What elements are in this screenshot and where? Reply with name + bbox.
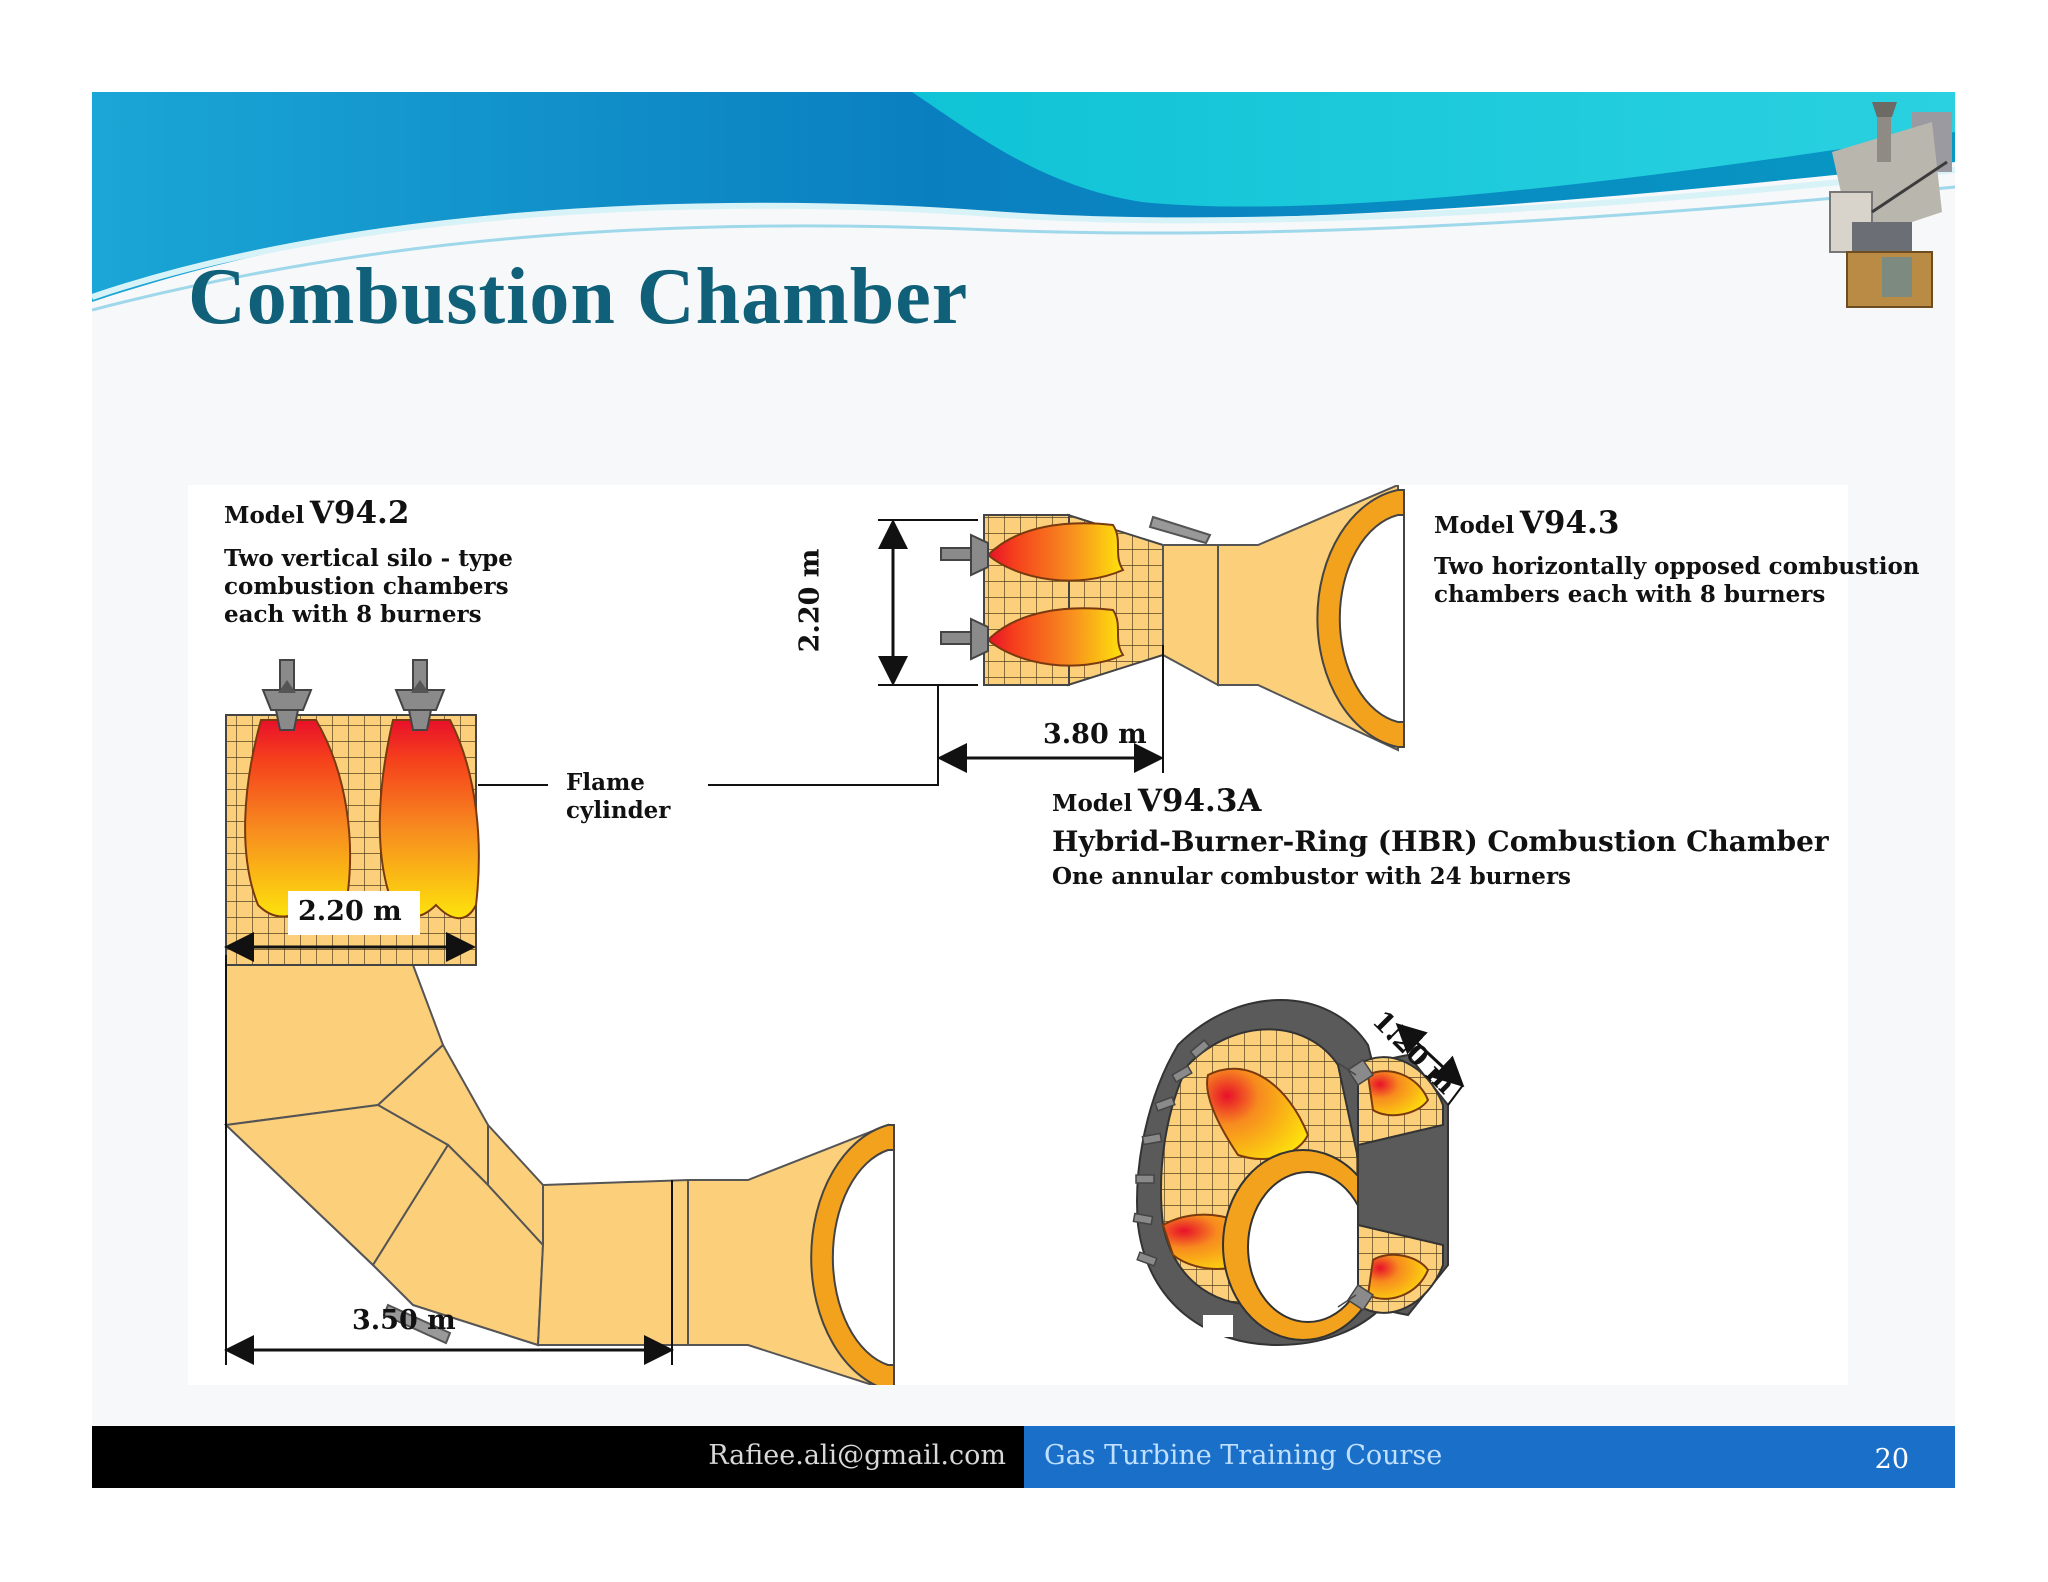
v943-description: Two horizontally opposed combustion cham…: [1434, 553, 1920, 609]
v943a-annular-combustor: [1132, 999, 1413, 1347]
footer-right-bar: Gas Turbine Training Course 20: [1024, 1426, 1955, 1488]
v942-width-dimension: 2.20 m: [298, 896, 402, 927]
flame-label-line2: cylinder: [566, 797, 671, 824]
v942-length-dimension: 3.50 m: [352, 1305, 456, 1336]
header-wave-banner: [92, 92, 1955, 312]
v943a-subtitle: Hybrid-Burner-Ring (HBR) Combustion Cham…: [1052, 825, 1829, 858]
slide: Combustion Chamber: [92, 92, 1955, 1488]
flame-label-line1: Flame: [566, 769, 645, 796]
v942-desc-line2: combustion chambers: [224, 573, 509, 600]
footer-email[interactable]: Rafiee.ali@gmail.com: [708, 1440, 1006, 1471]
v942-model-prefix: Model: [224, 502, 305, 529]
footer-left-bar: Rafiee.ali@gmail.com: [92, 1426, 1024, 1488]
v943-model-prefix: Model: [1434, 512, 1515, 539]
gas-turbine-image: [1829, 102, 1952, 308]
flame-cylinder-label: Flame cylinder: [566, 769, 670, 825]
v943-model-label: Model V94.3: [1434, 505, 1619, 541]
v942-description: Two vertical silo - type combustion cham…: [224, 545, 513, 629]
v943a-model-label: Model V94.3A: [1052, 783, 1261, 819]
v943a-cross-section: [1337, 1022, 1465, 1317]
v942-desc-line3: each with 8 burners: [224, 601, 482, 628]
v943-length-dimension: 3.80 m: [1043, 719, 1147, 750]
combustion-diagram: [223, 485, 1465, 1385]
v943-desc-line2: chambers each with 8 burners: [1434, 581, 1826, 608]
footer-course-title: Gas Turbine Training Course: [1044, 1440, 1443, 1471]
v943-combustor: [878, 485, 1405, 773]
flame-leader-right: [708, 755, 939, 786]
v943-desc-line1: Two horizontally opposed combustion: [1434, 553, 1920, 580]
v943a-description: One annular combustor with 24 burners: [1052, 863, 1572, 890]
v943a-model-name: V94.3A: [1137, 783, 1262, 819]
page-title: Combustion Chamber: [188, 253, 969, 341]
v943-height-dimension: 2.20 m: [794, 548, 826, 653]
v943a-model-prefix: Model: [1052, 790, 1133, 817]
v942-desc-line1: Two vertical silo - type: [224, 545, 513, 572]
v942-model-name: V94.2: [309, 495, 410, 531]
page-number: 20: [1874, 1444, 1909, 1475]
v942-model-label: Model V94.2: [224, 495, 409, 531]
v942-combustor: [223, 659, 895, 1385]
diagram-area: Model V94.2 Two vertical silo - type com…: [188, 485, 1920, 1385]
v943-model-name: V94.3: [1519, 505, 1620, 541]
